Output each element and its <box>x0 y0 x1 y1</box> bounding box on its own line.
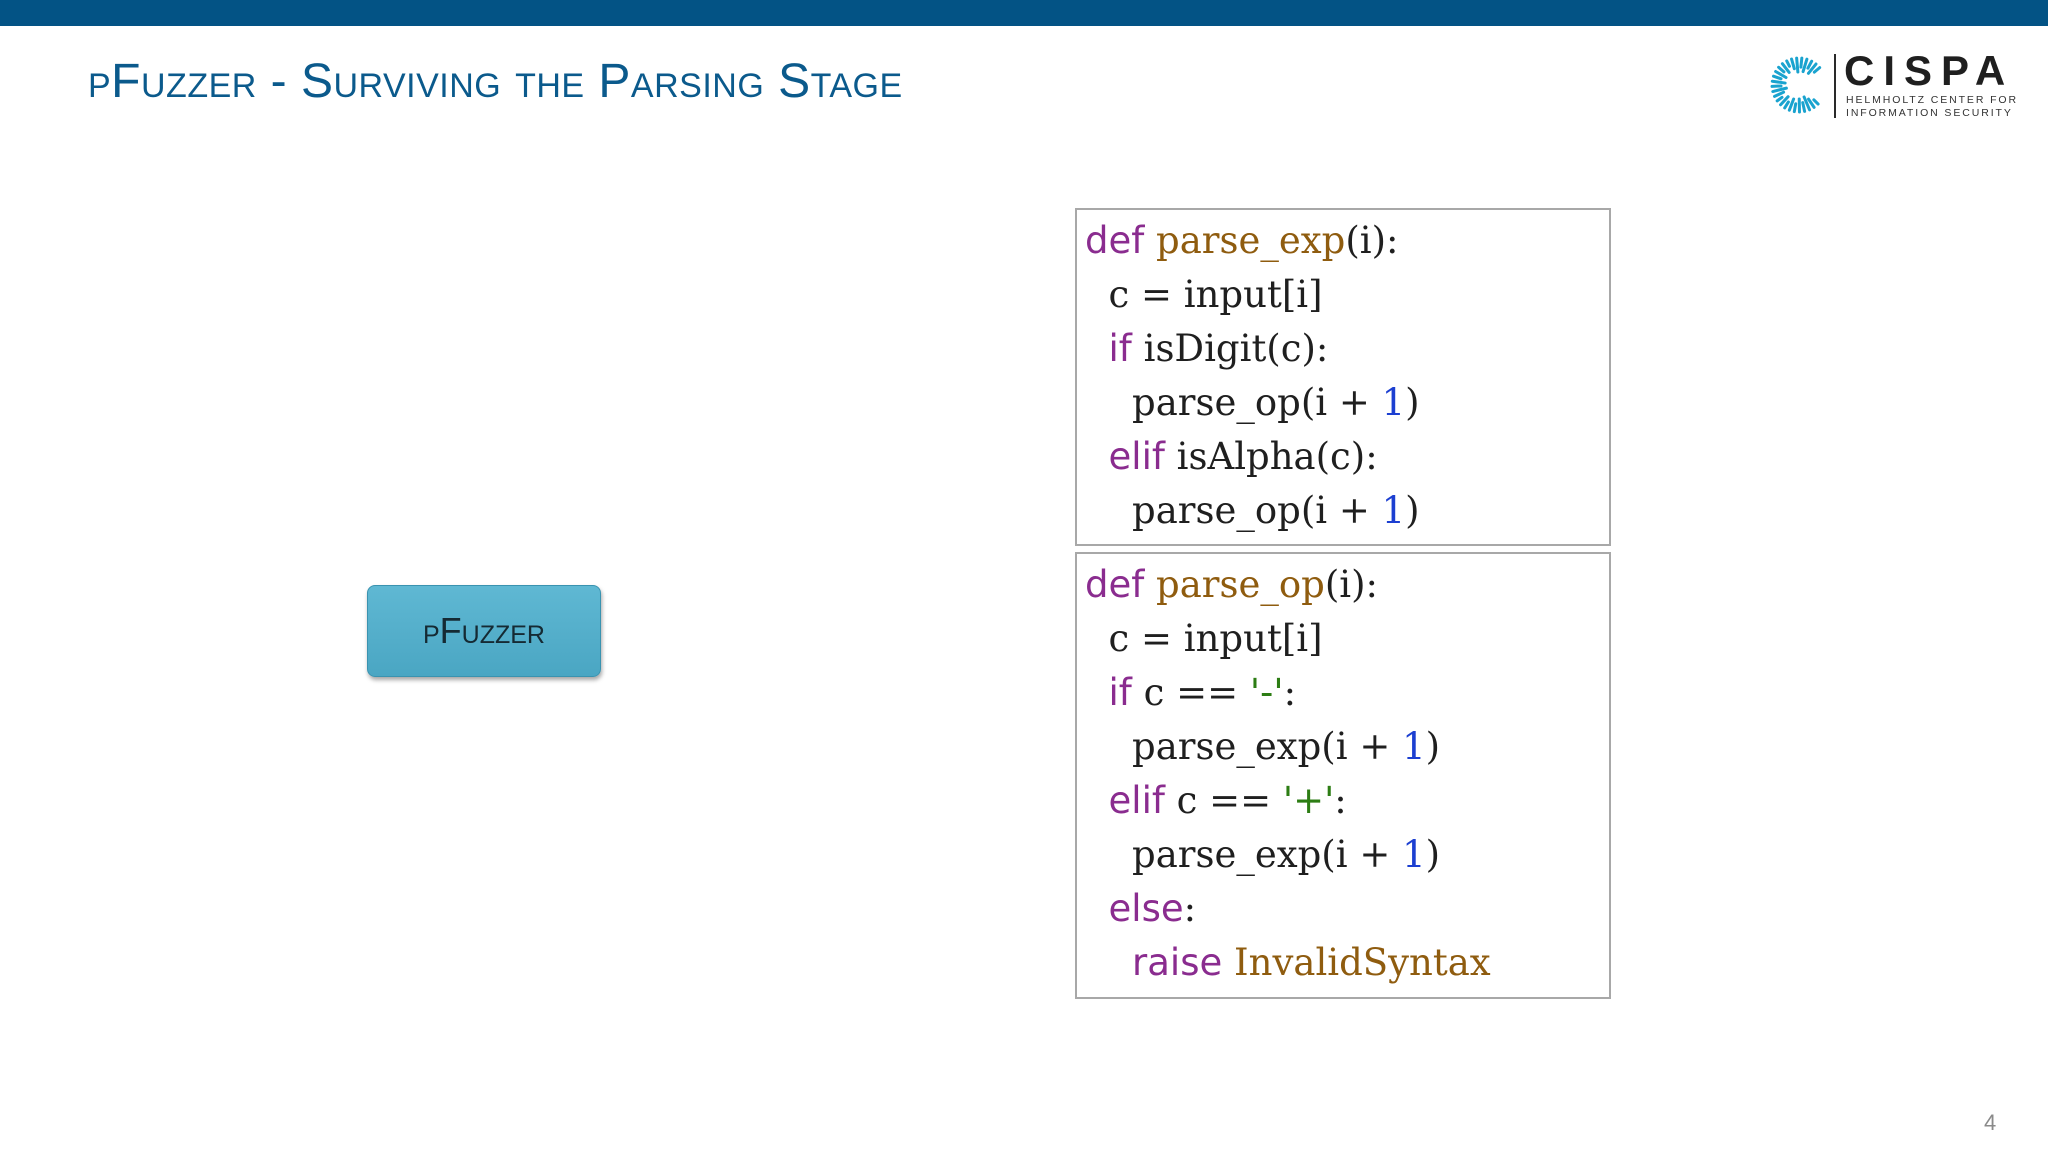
code-line: c = input[i] <box>1085 612 1323 666</box>
code-string: '-' <box>1249 671 1284 714</box>
code-function-name: parse_exp <box>1156 219 1346 262</box>
code-text: ) <box>1405 381 1420 424</box>
code-text: c = input[i] <box>1085 273 1323 316</box>
pfuzzer-node-label: pFuzzer <box>423 610 545 651</box>
code-text: isDigit(c): <box>1131 327 1329 370</box>
logo-ray <box>1774 70 1788 79</box>
code-keyword: raise <box>1132 941 1223 984</box>
code-text: c = input[i] <box>1085 617 1323 660</box>
cispa-logo-mark-icon <box>1770 56 1822 114</box>
logo-ray <box>1770 79 1787 85</box>
code-indent <box>1085 941 1132 984</box>
code-line: elif isAlpha(c): <box>1085 430 1378 484</box>
code-indent <box>1085 327 1109 370</box>
logo-ray <box>1773 90 1786 98</box>
logo-ray <box>1806 59 1814 70</box>
code-string: '+' <box>1282 779 1335 822</box>
code-line: if isDigit(c): <box>1085 322 1329 376</box>
logo-ray <box>1790 57 1796 71</box>
logo-ray <box>1799 56 1804 69</box>
code-line: parse_op(i + 1) <box>1085 484 1420 538</box>
code-text: parse_exp(i + <box>1085 725 1403 768</box>
code-keyword: elif <box>1108 435 1165 478</box>
logo-ray <box>1777 65 1786 74</box>
code-line: if c == '-': <box>1085 666 1297 720</box>
code-line: c = input[i] <box>1085 268 1323 322</box>
code-line: def parse_op(i): <box>1085 558 1378 612</box>
code-text: : <box>1183 887 1197 930</box>
logo-ray <box>1775 95 1784 103</box>
code-text: parse_op(i + <box>1085 489 1382 532</box>
code-indent <box>1085 671 1109 714</box>
code-keyword: if <box>1108 671 1132 714</box>
code-text: : <box>1334 779 1347 822</box>
code-number: 1 <box>1402 725 1426 768</box>
pfuzzer-node: pFuzzer <box>367 585 601 677</box>
logo-ray <box>1787 97 1796 112</box>
code-keyword: def <box>1085 219 1145 262</box>
code-box-parse-op: def parse_op(i): c = input[i] if c == '-… <box>1075 552 1611 999</box>
logo-subtitle-line-1: HELMHOLTZ CENTER FOR <box>1846 94 2018 106</box>
code-text: (i): <box>1324 563 1378 606</box>
code-line: raise InvalidSyntax <box>1085 936 1491 990</box>
logo-subtitle-line-2: INFORMATION SECURITY <box>1846 107 2013 119</box>
logo-ray <box>1812 66 1822 74</box>
logo-ray <box>1806 62 1818 75</box>
code-exception-name: InvalidSyntax <box>1234 941 1491 984</box>
cispa-logo: CISPA HELMHOLTZ CENTER FOR INFORMATION S… <box>1768 47 2016 122</box>
code-text: c == <box>1131 671 1250 714</box>
code-keyword: if <box>1108 327 1132 370</box>
code-line: def parse_exp(i): <box>1085 214 1398 268</box>
logo-ray <box>1779 95 1790 107</box>
code-line: parse_exp(i + 1) <box>1085 828 1440 882</box>
code-text: (i): <box>1345 219 1399 262</box>
code-number: 1 <box>1402 833 1426 876</box>
logo-ray <box>1795 56 1800 74</box>
code-text: ) <box>1425 833 1441 876</box>
code-box-parse-exp: def parse_exp(i): c = input[i] if isDigi… <box>1075 208 1611 546</box>
code-indent <box>1085 887 1109 930</box>
code-text: isAlpha(c): <box>1164 435 1378 478</box>
logo-ray <box>1771 86 1788 94</box>
logo-ray <box>1801 57 1809 74</box>
logo-ray <box>1801 101 1807 113</box>
logo-divider <box>1834 54 1836 118</box>
logo-ray <box>1807 97 1816 109</box>
logo-ray <box>1780 62 1791 74</box>
code-keyword: elif <box>1108 779 1165 822</box>
code-function-name: parse_op <box>1156 563 1325 606</box>
code-line: elif c == '+': <box>1085 774 1347 828</box>
logo-ray <box>1783 100 1790 110</box>
logo-ray <box>1771 74 1783 81</box>
logo-ray <box>1802 95 1812 112</box>
code-text: parse_exp(i + <box>1085 833 1403 876</box>
code-line: parse_exp(i + 1) <box>1085 720 1440 774</box>
code-text: parse_op(i + <box>1085 381 1382 424</box>
code-text: ) <box>1425 725 1441 768</box>
code-line: else: <box>1085 882 1197 936</box>
page-number: 4 <box>1984 1110 1997 1135</box>
code-text: c == <box>1164 779 1283 822</box>
logo-ray <box>1785 59 1791 68</box>
logo-name: CISPA <box>1844 47 2015 94</box>
code-text: ) <box>1405 489 1420 532</box>
code-line: parse_op(i + 1) <box>1085 376 1420 430</box>
code-text: : <box>1283 671 1297 714</box>
code-indent <box>1085 435 1109 478</box>
slide-title: pFuzzer - Surviving the Parsing Stage <box>88 55 903 108</box>
code-keyword: def <box>1085 563 1145 606</box>
code-number: 1 <box>1381 381 1406 424</box>
logo-ray <box>1812 98 1820 106</box>
logo-ray <box>1792 102 1798 114</box>
code-indent <box>1085 779 1109 822</box>
code-text <box>1222 941 1234 984</box>
code-number: 1 <box>1381 489 1406 532</box>
top-bar <box>0 0 2048 26</box>
code-keyword: else <box>1108 887 1184 930</box>
logo-subtitle: HELMHOLTZ CENTER FOR INFORMATION SECURIT… <box>1846 94 2016 120</box>
